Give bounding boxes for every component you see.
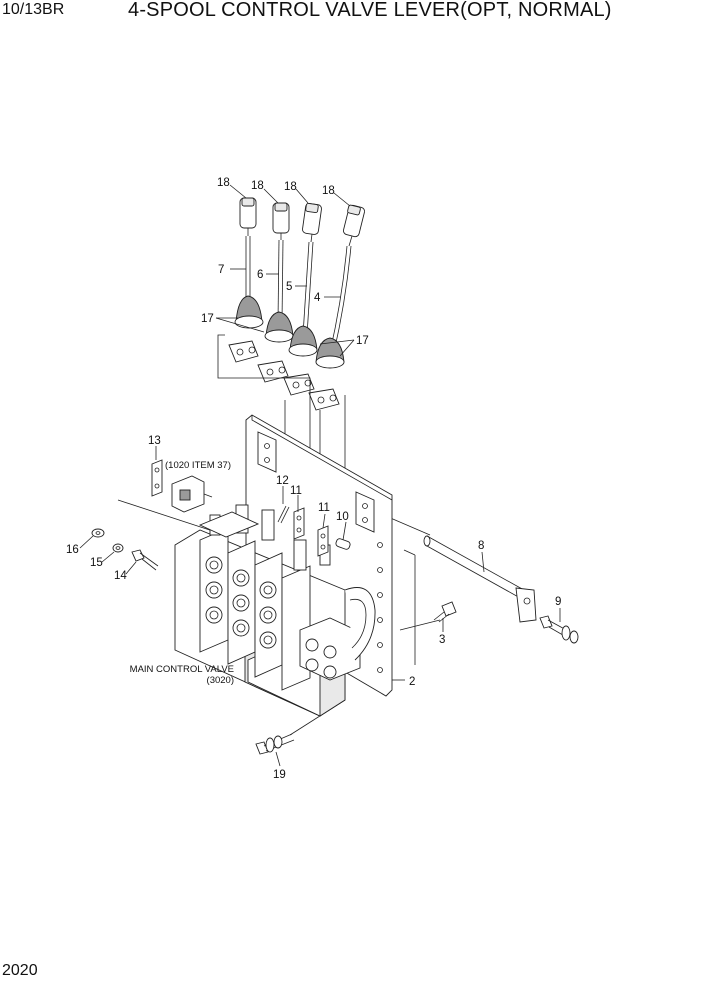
part-10-pin	[335, 538, 351, 550]
callout-8: 8	[478, 540, 484, 552]
callout-18-d: 18	[322, 185, 335, 197]
note-ref-1020: (1020 ITEM 37)	[165, 460, 231, 471]
callout-3: 3	[439, 634, 445, 646]
lever-rod-4	[329, 245, 352, 353]
lever-rod-5	[302, 241, 314, 336]
part-19-bolt-set	[255, 733, 295, 755]
callout-12: 12	[276, 475, 289, 487]
lever-boot-3	[288, 325, 318, 357]
part-12-pin	[277, 505, 290, 524]
part-11-link-1	[293, 507, 305, 540]
callout-5: 5	[286, 281, 292, 293]
note-main-valve-line2: (3020)	[207, 675, 234, 686]
callout-16: 16	[66, 544, 79, 556]
callout-10: 10	[336, 511, 349, 523]
lever-boot-1	[234, 295, 264, 329]
page-title: 4-SPOOL CONTROL VALVE LEVER(OPT, NORMAL)	[128, 0, 612, 21]
part-9-bolt-set	[539, 615, 579, 644]
part-11-link-2	[317, 525, 329, 557]
callout-17-left: 17	[201, 313, 214, 325]
lever-rod-6	[277, 239, 284, 323]
lever-knob-1	[239, 197, 257, 236]
callout-14: 14	[114, 570, 127, 582]
callout-18-b: 18	[251, 180, 264, 192]
callout-17-right: 17	[356, 335, 369, 347]
callout-18-c: 18	[284, 181, 297, 193]
part-14-bolt	[131, 549, 159, 571]
callout-19: 19	[273, 769, 286, 781]
part-15-washer	[112, 543, 124, 553]
callout-6: 6	[257, 269, 263, 281]
lever-knob-2	[272, 202, 290, 240]
leader-lines	[79, 184, 561, 767]
lever-boot-2	[264, 311, 294, 343]
callout-18-a: 18	[217, 177, 230, 189]
model-code: 10/13BR	[2, 1, 65, 18]
part-8-rod	[423, 535, 537, 623]
mounting-block-right	[355, 491, 375, 533]
part-16-washer	[91, 528, 105, 538]
callout-11-b: 11	[318, 502, 330, 514]
callout-9: 9	[555, 596, 561, 608]
lever-knob-4	[343, 204, 365, 247]
lever-rod-7	[245, 236, 251, 305]
callout-2: 2	[409, 676, 415, 688]
main-control-valve	[174, 504, 376, 717]
page-number: 2020	[2, 962, 38, 979]
callout-13: 13	[148, 435, 161, 447]
lever-bracket-set	[228, 340, 340, 411]
callout-7: 7	[218, 264, 224, 276]
callout-15: 15	[90, 557, 103, 569]
part-3-bolt	[433, 601, 457, 623]
lever-knob-3	[302, 203, 322, 243]
callout-11-a: 11	[290, 485, 302, 497]
ref-1020-item-37	[171, 475, 213, 513]
callout-4: 4	[314, 292, 321, 304]
mounting-block-left	[257, 431, 277, 473]
note-main-valve-line1: MAIN CONTROL VALVE	[130, 664, 234, 675]
part-13-bracket	[151, 459, 163, 497]
